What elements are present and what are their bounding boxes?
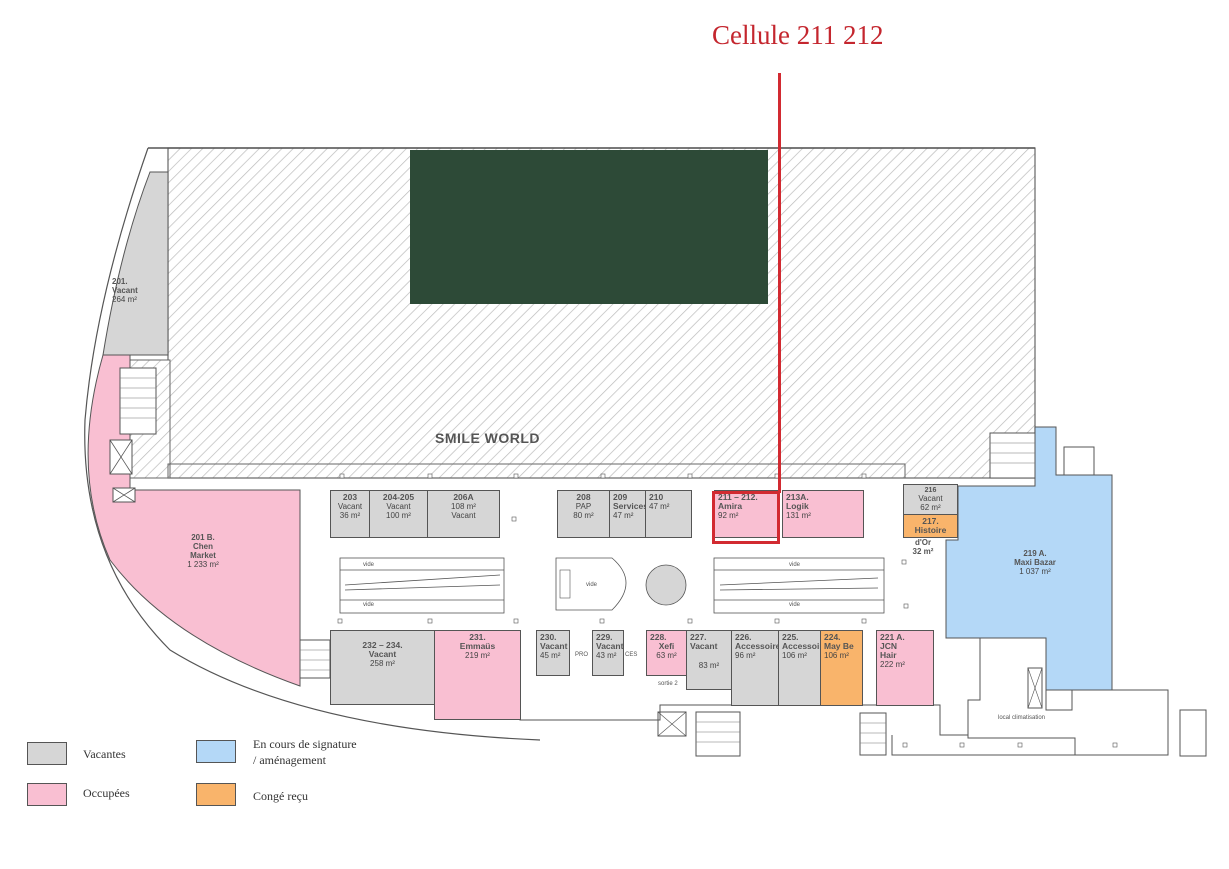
local-label: local climatisation	[998, 715, 1046, 721]
legend-vacantes: Vacantes	[83, 747, 126, 761]
legend-conge: Congé reçu	[253, 789, 308, 803]
pro-label: PRO	[575, 652, 589, 658]
unit-225[interactable]: 225.Accessoires106 m²	[778, 630, 821, 706]
void-label: vide	[586, 582, 598, 588]
anchor-name: SMILE WORLD	[435, 430, 541, 446]
legend-occupees: Occupées	[83, 786, 130, 800]
right-bottom-structure	[967, 637, 1169, 756]
legend-swatch-conge	[196, 783, 236, 806]
callout-line	[778, 73, 781, 493]
highlight-frame	[712, 491, 780, 544]
void-label: vide	[789, 602, 801, 608]
legend-swatch-vacantes	[27, 742, 67, 765]
unit-201b-shape	[87, 354, 301, 687]
round-element	[645, 564, 687, 606]
void-label: vide	[789, 562, 801, 568]
ces-label: CES	[625, 652, 638, 658]
stair-1	[119, 367, 157, 435]
escalator-right	[713, 557, 885, 614]
callout-title: Cellule 211 212	[712, 20, 884, 50]
sortie-label: sortie 2	[658, 681, 678, 687]
stair-right-1	[989, 432, 1036, 479]
legend-swatch-occupees	[27, 783, 67, 806]
unit-217[interactable]: 217.Histoire	[903, 514, 958, 538]
unit-226[interactable]: 226.Accessoires96 m²	[731, 630, 779, 706]
void-center	[555, 557, 627, 611]
void-label: vide	[363, 562, 375, 568]
void-label: vide	[363, 602, 375, 608]
stair-right-2	[1063, 446, 1095, 476]
legend-swatch-signature	[196, 740, 236, 763]
escalator-left	[339, 557, 505, 614]
legend-signature: En cours de signature/ aménagement	[253, 737, 357, 767]
green-block	[410, 150, 768, 304]
